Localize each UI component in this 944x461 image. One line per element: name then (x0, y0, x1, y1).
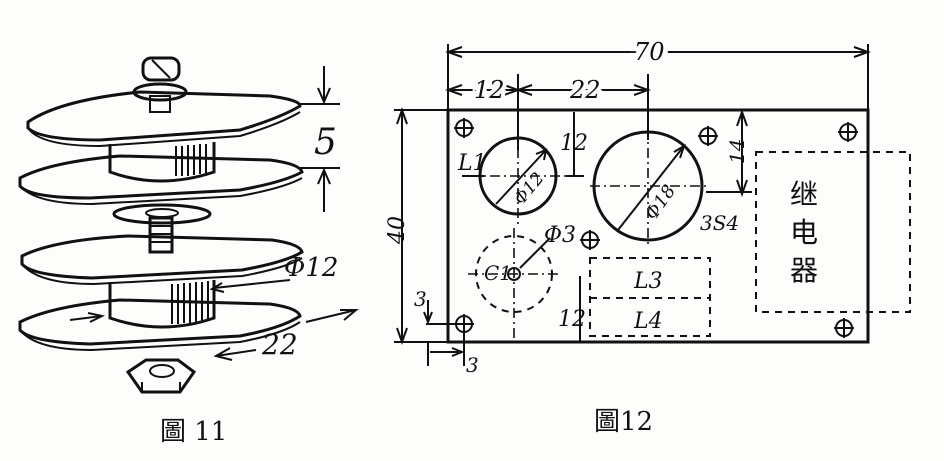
hole-tube-socket (590, 128, 706, 244)
fig12-edge-x-label: 3 (466, 353, 479, 377)
fig12-plate (446, 108, 870, 344)
fig12-hole1-y-label: 12 (560, 131, 588, 156)
hole-l1 (470, 128, 566, 224)
plate-1 (26, 90, 302, 142)
coil-l3-label: L3 (633, 269, 663, 294)
mounting-hole-bottom-left (454, 314, 474, 334)
relay-label-3: 器 (790, 254, 818, 287)
nut (125, 358, 197, 394)
mounting-hole-top-right (838, 122, 858, 142)
screw-hole-diameter-label: Φ3 (544, 223, 576, 248)
fig11-height-label: 5 (314, 122, 337, 163)
fig12-dim-hole1-y (566, 112, 584, 177)
fig12-hole2-y-label: 14 (725, 139, 749, 164)
fig12-height-label: 40 (385, 216, 410, 245)
hole-tube-diameter-label: Φ18 (641, 181, 680, 224)
coil-l4-label: L4 (633, 309, 663, 334)
fig12-dim-hole2-y (706, 109, 752, 197)
mounting-hole-bottom-right (834, 318, 854, 338)
fig12-caption: 圖12 (594, 407, 653, 437)
fig12-hole1-x-label: 12 (474, 76, 505, 104)
fig12-dim-total-width (445, 44, 871, 110)
relay-label-2: 电 (790, 216, 818, 249)
plate-3 (20, 234, 304, 280)
capacitor-c1-label: C1 (484, 261, 512, 285)
mounting-hole-top-left (454, 118, 474, 138)
screw-head (132, 56, 188, 113)
plate-4 (18, 298, 302, 346)
fig11-caption: 圖 11 (160, 417, 227, 447)
screw-hole-upper-middle (698, 126, 718, 146)
capacitor-c1 (468, 228, 562, 338)
hole-l1-label: L1 (457, 151, 487, 176)
fig11-coil-assembly (18, 56, 304, 394)
fig11-dim-height (300, 66, 340, 212)
screw-hole-middle (580, 230, 600, 250)
fig11-diameter-label: Φ12 (284, 253, 338, 283)
fig12-c1-y-label: 12 (558, 307, 586, 332)
plate-2 (18, 154, 304, 200)
upper-coil (108, 142, 216, 183)
mounting-holes (454, 118, 858, 338)
fig12-dim-height (394, 107, 448, 345)
fig11-dim-width (69, 309, 359, 361)
fig12-dim-edge (423, 300, 465, 366)
fig12-edge-y-label: 3 (414, 287, 427, 311)
relay-box (755, 151, 911, 313)
hole-tube-label: 3S4 (700, 211, 739, 235)
fig11-dim-diameter (209, 279, 291, 293)
coil-boxes-l3-l4 (589, 257, 711, 337)
fig11-width-label: 22 (261, 328, 298, 361)
relay-label-1: 继 (790, 178, 818, 211)
fig12-total-width-label: 70 (634, 38, 665, 66)
fig12-hole-spacing-label: 22 (569, 76, 601, 104)
washer (112, 203, 212, 254)
